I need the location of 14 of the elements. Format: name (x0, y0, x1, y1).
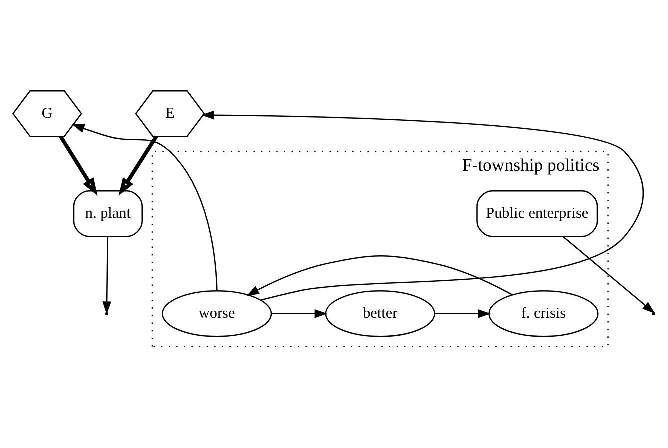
arrow (272, 309, 328, 318)
node-ellipse: better (325, 290, 436, 338)
arrow (118, 136, 158, 196)
arrow (59, 136, 98, 196)
node-box: n. plant (73, 190, 143, 238)
node-ellipse: f. crisis (488, 290, 599, 338)
arrow (246, 256, 513, 296)
node-box: Public enterprise (476, 190, 598, 238)
arrow (102, 236, 112, 314)
arrow (201, 110, 644, 301)
node-ellipse: worse (162, 290, 272, 338)
arrow (72, 124, 218, 291)
arrow (434, 309, 491, 318)
arrow (562, 236, 656, 314)
